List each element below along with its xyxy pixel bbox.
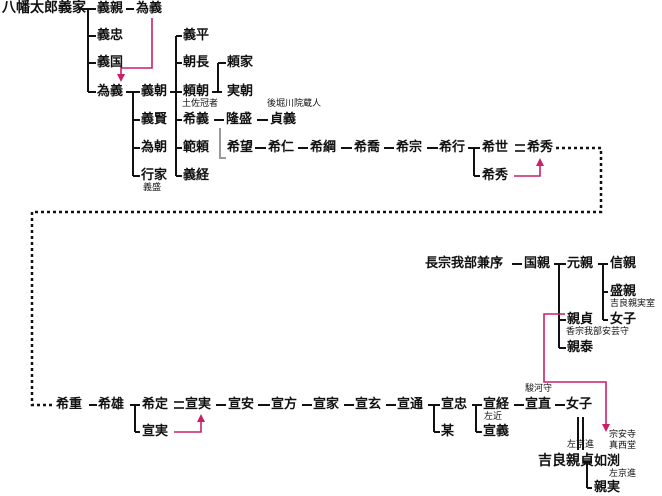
annotation-sakyo-no-shin: 左京進 xyxy=(567,440,595,450)
node-kiju: 希重 xyxy=(56,397,83,412)
node-kikou2: 希行 xyxy=(439,140,466,155)
annotation-sakyo-no-shin-2: 左京進 xyxy=(609,469,637,479)
node-chikayasu: 親泰 xyxy=(567,340,594,355)
node-kisei: 希世 xyxy=(482,140,509,155)
node-musume: 女子 xyxy=(566,397,593,412)
node-kikyou: 希喬 xyxy=(354,140,381,155)
node-kibou: 希望 xyxy=(227,140,254,155)
node-senkei: 宣経 xyxy=(483,397,510,412)
node-yoshitomo: 義朝 xyxy=(141,84,168,99)
node-tameyoshi-top: 為義 xyxy=(136,1,163,16)
annotation-kira-chikazane-shitsu: 吉良親実室 xyxy=(610,299,656,309)
node-kikou: 希綱 xyxy=(310,140,337,155)
node-tomonaga: 朝長 xyxy=(183,55,210,70)
annotation-gohorikawa-kurodo: 後堀川院蔵人 xyxy=(267,99,322,109)
node-hachiman-taro-yoshiie: 八幡太郎義家 xyxy=(2,0,86,16)
node-yoshitada: 義忠 xyxy=(97,28,124,43)
node-yukiie: 行家 xyxy=(141,168,168,183)
node-nyoen: 如渕 xyxy=(594,454,621,469)
node-kiyuu: 希雄 xyxy=(98,397,125,412)
node-nobuzane-2: 宣実 xyxy=(142,424,169,439)
node-nobuchika: 信親 xyxy=(610,256,637,271)
annotation-sakon: 左近 xyxy=(484,412,503,422)
node-motochika: 元親 xyxy=(567,256,594,271)
node-sanetomo: 実朝 xyxy=(227,84,254,99)
node-kishu: 希秀 xyxy=(527,140,554,155)
node-sengen: 宣玄 xyxy=(355,397,382,412)
node-sadayoshi: 貞義 xyxy=(270,112,297,127)
annotation-shinsaido: 真西堂 xyxy=(609,441,637,451)
node-nobuzane: 宣実 xyxy=(185,397,212,412)
node-yoshihira: 義平 xyxy=(183,28,210,43)
node-yoshikata: 義賢 xyxy=(141,112,168,127)
node-yoshikuni: 義国 xyxy=(97,55,124,70)
node-chikasada: 親貞 xyxy=(567,312,594,327)
node-chikazane: 親実 xyxy=(594,480,621,495)
node-senchoku: 宣直 xyxy=(525,397,552,412)
node-morichika: 盛親 xyxy=(610,284,637,299)
node-senka: 宣家 xyxy=(313,397,340,412)
node-noriyori: 範頼 xyxy=(183,140,210,155)
node-bou: 某 xyxy=(441,424,455,439)
node-sengi: 宣義 xyxy=(483,424,510,439)
node-yoshitsune: 義経 xyxy=(183,168,210,183)
node-yoriie: 頼家 xyxy=(227,55,254,70)
node-senchuu: 宣忠 xyxy=(441,397,468,412)
annotation-tosa-kanja: 土佐冠者 xyxy=(182,99,219,109)
annotation-soanji: 宗安寺 xyxy=(609,430,637,440)
node-musume-2: 女子 xyxy=(610,312,637,327)
node-chosokabe-kaneyori: 長宗我部兼序 xyxy=(425,256,504,271)
annotation-yoshimori: 義盛 xyxy=(143,183,162,193)
node-kijin: 希仁 xyxy=(268,140,295,155)
node-kishu-2: 希秀 xyxy=(482,168,509,183)
node-marenori: 希義 xyxy=(183,112,210,127)
node-kunichika: 国親 xyxy=(524,256,551,271)
node-tameyoshi: 為義 xyxy=(97,84,124,99)
node-senan: 宣安 xyxy=(228,397,255,412)
node-yoshichika: 義親 xyxy=(97,1,124,16)
node-sentsuu: 宣通 xyxy=(397,397,424,412)
annotation-suruga-no-kami: 駿河守 xyxy=(525,384,553,394)
node-kira-chikasada: 吉良親貞 xyxy=(538,453,594,469)
node-takamori: 隆盛 xyxy=(226,112,253,127)
node-tametomo: 為朝 xyxy=(141,140,168,155)
node-senpou: 宣方 xyxy=(271,397,298,412)
node-yoritomo: 頼朝 xyxy=(183,84,210,99)
annotation-kosokabe-aki-no-kami: 香宗我部安芸守 xyxy=(566,327,630,337)
node-kisou: 希宗 xyxy=(396,140,423,155)
node-kitei: 希定 xyxy=(142,397,169,412)
